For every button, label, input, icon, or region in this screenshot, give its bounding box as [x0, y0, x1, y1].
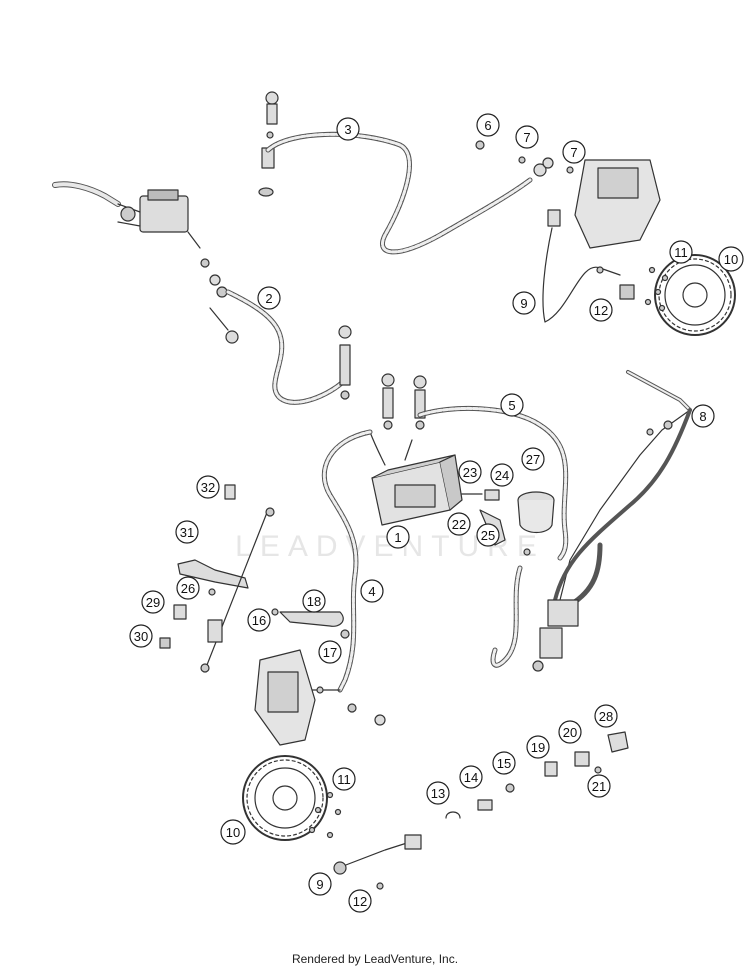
- callout-9b: 9: [308, 872, 332, 896]
- svg-text:26: 26: [181, 581, 195, 596]
- callout-2: 2: [257, 286, 281, 310]
- brake-line-3: [258, 91, 547, 255]
- callout-10a: 10: [718, 246, 744, 272]
- svg-text:31: 31: [180, 525, 194, 540]
- callout-11b: 11: [332, 767, 356, 791]
- brake-line-2: [225, 289, 352, 405]
- callout-24: 24: [490, 463, 514, 487]
- svg-text:12: 12: [353, 894, 367, 909]
- svg-text:10: 10: [226, 825, 240, 840]
- callout-5: 5: [500, 393, 524, 417]
- svg-text:3: 3: [344, 122, 351, 137]
- callout-6: 6: [476, 113, 500, 137]
- svg-text:27: 27: [526, 452, 540, 467]
- svg-text:16: 16: [252, 613, 266, 628]
- rear-brake-master-cylinder: [490, 370, 692, 672]
- front-brake-master-cylinder: [52, 181, 201, 249]
- svg-text:7: 7: [570, 145, 577, 160]
- callout-18: 18: [302, 589, 326, 613]
- callout-7b: 7: [562, 140, 586, 164]
- svg-text:19: 19: [531, 740, 545, 755]
- brake-line-5: [417, 405, 569, 561]
- banjo-bolt-set-left: [200, 258, 239, 344]
- svg-text:14: 14: [464, 770, 478, 785]
- svg-text:29: 29: [146, 595, 160, 610]
- svg-text:11: 11: [337, 772, 351, 787]
- svg-text:28: 28: [599, 709, 613, 724]
- callout-23: 23: [458, 460, 482, 484]
- svg-text:12: 12: [594, 303, 608, 318]
- callout-11a: 11: [669, 240, 693, 264]
- front-brake-caliper: [254, 649, 324, 746]
- callout-16: 16: [247, 608, 271, 632]
- callout-9a: 9: [512, 291, 536, 315]
- callout-13: 13: [426, 781, 450, 805]
- callout-3: 3: [336, 117, 360, 141]
- callout-21: 21: [587, 774, 611, 798]
- svg-text:32: 32: [201, 480, 215, 495]
- svg-text:21: 21: [592, 779, 606, 794]
- svg-text:20: 20: [563, 725, 577, 740]
- svg-text:13: 13: [431, 786, 445, 801]
- footer-credit: Rendered by LeadVenture, Inc.: [291, 952, 459, 966]
- callout-28: 28: [594, 704, 618, 728]
- svg-text:10: 10: [724, 252, 738, 267]
- cable-clamp-assembly: [271, 608, 350, 639]
- svg-text:30: 30: [134, 629, 148, 644]
- svg-text:2: 2: [265, 291, 272, 306]
- svg-text:8: 8: [699, 409, 706, 424]
- callout-8: 8: [691, 404, 715, 428]
- svg-text:17: 17: [323, 645, 337, 660]
- svg-text:15: 15: [497, 756, 511, 771]
- mounting-bracket-left: [159, 484, 275, 673]
- rear-brake-caliper: [475, 140, 661, 249]
- callout-30: 30: [129, 624, 153, 648]
- callout-25: 25: [476, 523, 500, 547]
- svg-text:9: 9: [520, 296, 527, 311]
- svg-text:23: 23: [463, 465, 477, 480]
- svg-text:1: 1: [394, 530, 401, 545]
- callout-26: 26: [176, 576, 200, 600]
- callout-17: 17: [318, 640, 342, 664]
- small-hardware-set: [445, 731, 629, 819]
- callout-14: 14: [459, 765, 483, 789]
- callout-29: 29: [141, 590, 165, 614]
- svg-text:25: 25: [481, 528, 495, 543]
- abs-control-unit: [371, 454, 463, 526]
- brake-line-4: [309, 429, 386, 726]
- front-wheel-speed-sensor: [333, 834, 422, 890]
- callout-19: 19: [526, 735, 550, 759]
- callout-4: 4: [360, 579, 384, 603]
- svg-text:4: 4: [368, 584, 375, 599]
- callout-12b: 12: [348, 889, 372, 913]
- callout-1: 1: [386, 525, 410, 549]
- front-brake-disc: [242, 755, 342, 841]
- svg-text:9: 9: [316, 877, 323, 892]
- svg-text:11: 11: [674, 245, 688, 260]
- callout-20: 20: [558, 720, 582, 744]
- callout-labels: 1 2 3 4 5 6 7 7 8 9 9 10 10 11 11 12 12 …: [129, 113, 744, 913]
- callout-7a: 7: [515, 125, 539, 149]
- svg-text:24: 24: [495, 468, 509, 483]
- callout-31: 31: [175, 520, 199, 544]
- callout-10b: 10: [220, 819, 246, 845]
- abs-fittings: [369, 373, 427, 466]
- svg-text:7: 7: [523, 130, 530, 145]
- rear-wheel-speed-sensor: [542, 209, 635, 323]
- callout-15: 15: [492, 751, 516, 775]
- callout-27: 27: [521, 447, 545, 471]
- svg-text:22: 22: [452, 517, 466, 532]
- svg-text:18: 18: [307, 594, 321, 609]
- svg-text:6: 6: [484, 118, 491, 133]
- rear-brake-disc: [644, 254, 736, 336]
- callout-12a: 12: [589, 298, 613, 322]
- callout-22: 22: [447, 512, 471, 536]
- svg-text:5: 5: [508, 398, 515, 413]
- callout-32: 32: [196, 475, 220, 499]
